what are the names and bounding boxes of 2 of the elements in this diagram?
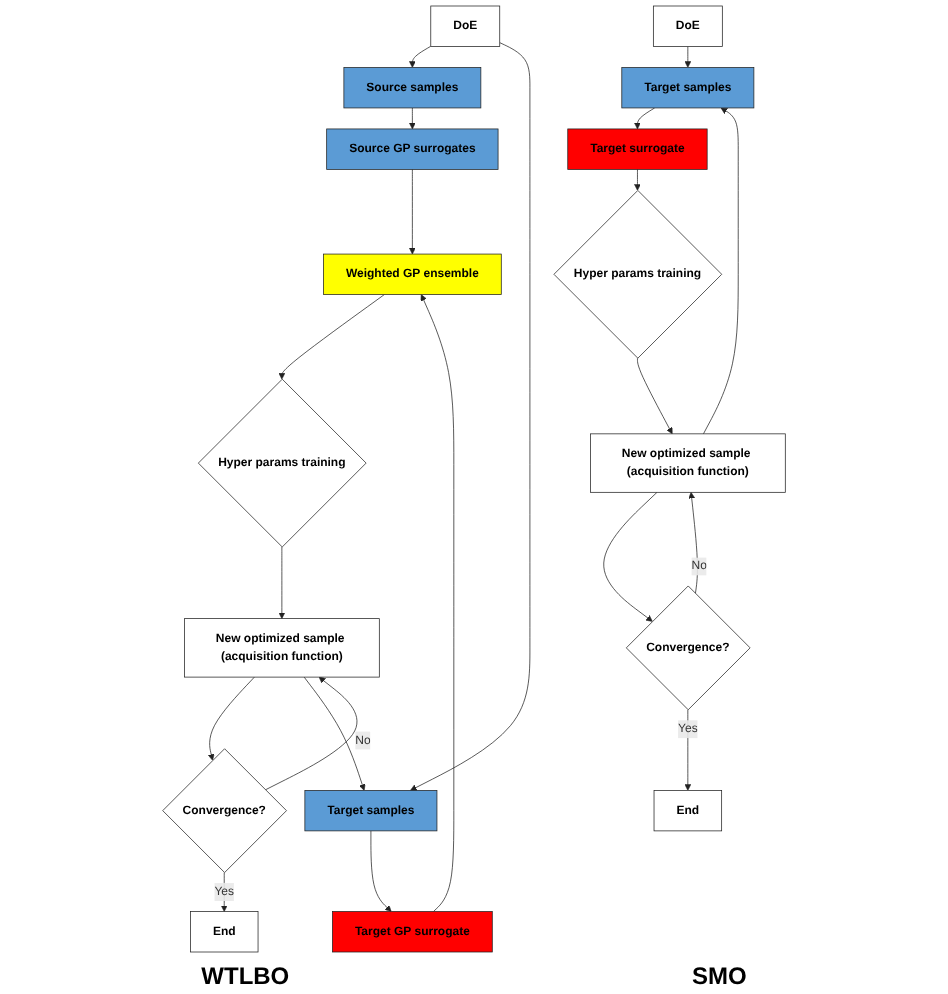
diagram-caption: WTLBO xyxy=(201,962,290,990)
diagram-caption: SMO xyxy=(691,962,747,990)
